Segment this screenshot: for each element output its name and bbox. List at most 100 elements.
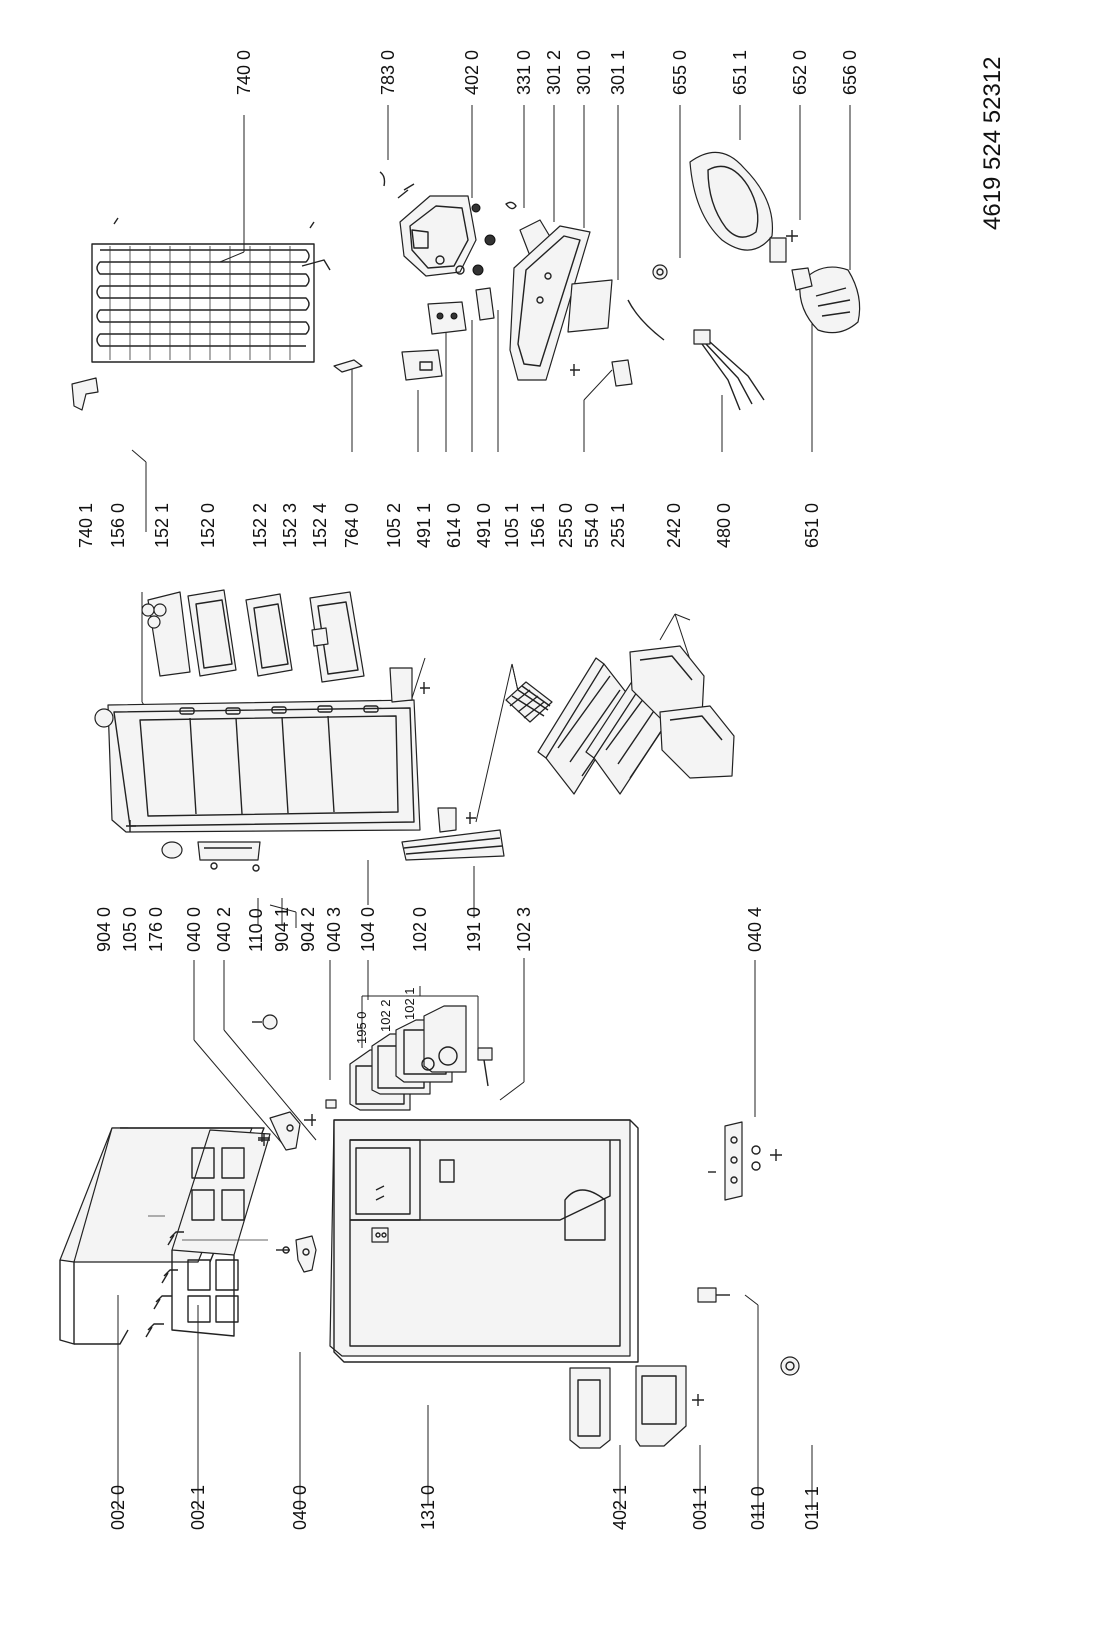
label-102-3: 102 3 — [514, 907, 534, 952]
cabinet-body — [329, 1119, 639, 1363]
lamp-cover — [689, 151, 774, 251]
label-040-2: 040 2 — [214, 907, 234, 952]
door-gasket — [401, 829, 505, 861]
label-195-0: 195 0 — [354, 1011, 369, 1044]
label-102-1: 102 1 — [402, 987, 417, 1020]
document-number: 4619 524 52312 — [979, 56, 1006, 230]
label-480-0: 480 0 — [714, 503, 734, 548]
hinge-bottom — [708, 1121, 782, 1201]
lamp-housing — [791, 266, 861, 334]
door-bracket-upper — [389, 667, 430, 703]
capillary-tube — [379, 171, 386, 187]
evaporator-assembly — [509, 219, 591, 381]
ice-tray — [505, 681, 553, 723]
label-152-4: 152 4 — [310, 503, 330, 548]
door-screw — [126, 820, 136, 832]
label-614-0: 614 0 — [444, 503, 464, 548]
drier-filter — [333, 359, 363, 373]
label-904-2: 904 2 — [298, 907, 318, 952]
hinge-bottom-left — [295, 1235, 317, 1273]
freezer-drawers — [629, 645, 735, 779]
grommet — [505, 201, 517, 210]
label-740-0: 740 0 — [234, 50, 254, 95]
label-040-4: 040 4 — [745, 907, 765, 952]
label-040-0: 040 0 — [184, 907, 204, 952]
bottom-rail — [569, 1367, 611, 1449]
wiring-harness — [693, 329, 765, 411]
label-176-0: 176 0 — [146, 907, 166, 952]
label-156-1: 156 1 — [528, 503, 548, 548]
label-554-0: 554 0 — [582, 503, 602, 548]
label-105-0: 105 0 — [120, 907, 140, 952]
label-002-1: 002 1 — [188, 1485, 208, 1530]
label-656-0: 656 0 — [840, 50, 860, 95]
label-491-1: 491 1 — [414, 503, 434, 548]
door-shelves — [147, 589, 365, 683]
label-904-0: 904 0 — [94, 907, 114, 952]
evaporator-plate — [567, 279, 613, 333]
overload-protector — [475, 287, 495, 321]
label-102-2: 102 2 — [378, 999, 393, 1032]
label-110-0: 110 0 — [246, 908, 266, 952]
freezer-door — [94, 699, 421, 833]
base-frame — [635, 1365, 704, 1447]
label-402-0: 402 0 — [462, 50, 482, 95]
label-105-2: 105 2 — [384, 503, 404, 548]
hinge-cap — [161, 841, 183, 859]
lamp-socket — [769, 230, 798, 263]
label-655-0: 655 0 — [670, 50, 690, 95]
label-040-3: 040 3 — [324, 907, 344, 952]
label-131-0: 131 0 — [418, 1485, 438, 1530]
foot-screw — [697, 1287, 730, 1303]
label-105-1: 105 1 — [502, 503, 522, 548]
bolt — [252, 1014, 278, 1030]
label-764-0: 764 0 — [342, 503, 362, 548]
label-152-3: 152 3 — [280, 503, 300, 548]
label-402-1: 402 1 — [610, 1485, 630, 1530]
label-301-0: 301 0 — [574, 50, 594, 95]
label-651-0: 651 0 — [802, 503, 822, 548]
label-255-0: 255 0 — [556, 503, 576, 548]
label-152-1: 152 1 — [152, 503, 172, 548]
door-handle — [197, 841, 261, 872]
top-frame — [171, 1129, 271, 1337]
label-301-2: 301 2 — [544, 50, 564, 95]
label-740-1: 740 1 — [76, 503, 96, 548]
thermostat-sensor — [611, 299, 665, 387]
label-191-0: 191 0 — [464, 907, 484, 952]
hinge-top — [258, 1111, 316, 1151]
hinge-spacer-block — [325, 1099, 337, 1109]
start-relay — [427, 301, 467, 335]
label-104-0: 104 0 — [358, 907, 378, 952]
label-011-0: 011 0 — [748, 1486, 768, 1530]
label-651-1: 651 1 — [730, 50, 750, 95]
label-152-2: 152 2 — [250, 503, 270, 548]
label-102-0: 102 0 — [410, 907, 430, 952]
adjustable-foot — [780, 1356, 800, 1376]
screws-top — [145, 1134, 290, 1338]
label-491-0: 491 0 — [474, 503, 494, 548]
condenser-clip — [71, 377, 99, 411]
control-panel-parts — [349, 1005, 493, 1111]
label-331-0: 331 0 — [514, 50, 534, 95]
label-156-0: 156 0 — [108, 503, 128, 548]
label-152-0: 152 0 — [198, 503, 218, 548]
part-labels: 002 0 002 1 040 0 131 0 402 1 001 1 011 … — [76, 50, 1006, 1530]
label-652-0: 652 0 — [790, 50, 810, 95]
door-bracket-lower — [437, 807, 476, 833]
label-001-1: 001 1 — [690, 1485, 710, 1530]
label-011-1: 011 1 — [802, 1486, 822, 1530]
cable-clamp — [652, 264, 668, 280]
label-783-0: 783 0 — [378, 50, 398, 95]
condenser-coil — [91, 217, 331, 363]
label-255-1: 255 1 — [608, 503, 628, 548]
label-301-1: 301 1 — [608, 50, 628, 95]
wire-shelves — [537, 657, 681, 795]
label-242-0: 242 0 — [664, 503, 684, 548]
label-040-0-lower: 040 0 — [290, 1485, 310, 1530]
compressor — [397, 183, 496, 277]
label-002-0: 002 0 — [108, 1485, 128, 1530]
shelf-clips — [141, 603, 167, 629]
relay-cover — [401, 349, 443, 381]
